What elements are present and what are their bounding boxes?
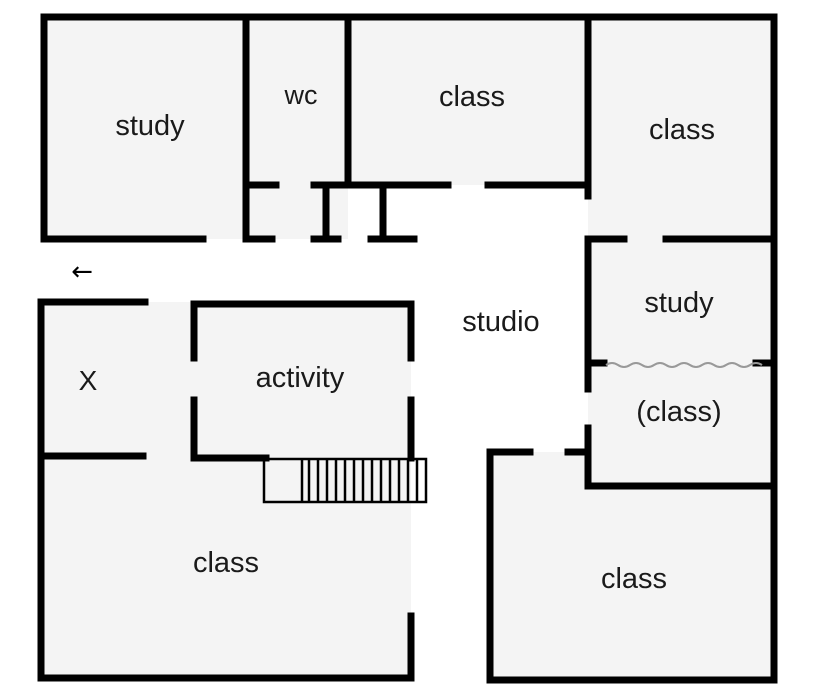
room-label-study-right: study xyxy=(644,287,714,319)
room-labels: study wc class class study (class) studi… xyxy=(79,80,722,595)
room-label-class-bottom-left: class xyxy=(193,547,259,579)
room-label-activity: activity xyxy=(256,362,345,394)
room-fills xyxy=(41,17,774,680)
x-room-fill xyxy=(41,302,194,456)
wc-fill xyxy=(246,17,348,239)
class-top-right-fill xyxy=(588,17,774,239)
room-label-studio: studio xyxy=(462,306,539,338)
activity-fill xyxy=(194,304,411,458)
room-label-study-nw: study xyxy=(115,110,185,142)
study-nw-fill xyxy=(44,17,246,239)
partition-curtain xyxy=(605,362,763,368)
class-top-mid-fill xyxy=(348,17,588,185)
class-bottom-left-fill xyxy=(41,456,411,678)
room-marker-x: X xyxy=(79,365,98,396)
study-right-fill xyxy=(588,239,770,363)
room-label-class-bottom-right: class xyxy=(601,563,667,595)
exit-arrow-icon: ← xyxy=(71,257,93,287)
staircase xyxy=(262,457,428,504)
class-bottom-right-fill xyxy=(490,452,774,680)
walls xyxy=(37,13,778,684)
room-label-class-top-mid: class xyxy=(439,81,505,113)
room-label-wc: wc xyxy=(284,80,318,110)
room-label-class-top-right: class xyxy=(649,114,715,146)
room-label-class-right: (class) xyxy=(636,396,721,428)
